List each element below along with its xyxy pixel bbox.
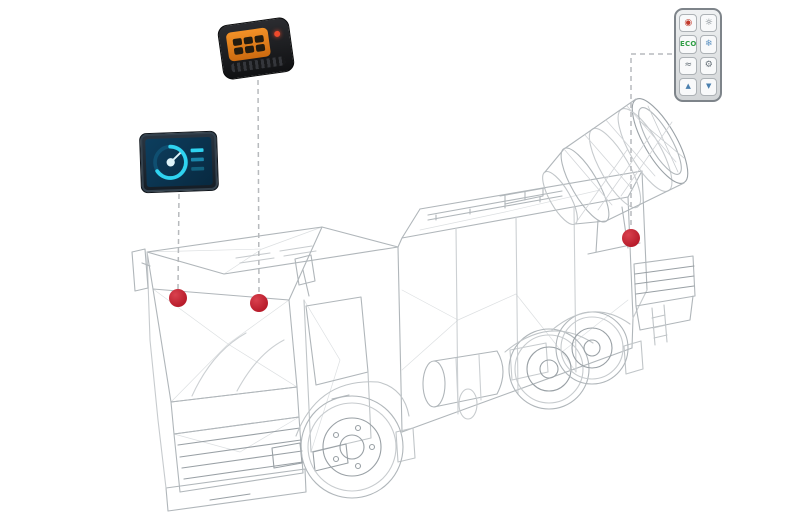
controller-led-indicator xyxy=(273,30,281,38)
keypad-button-spray: ≈ xyxy=(679,56,698,75)
arrow-down-icon: ▼ xyxy=(706,82,712,91)
hotspot-marker-keypad xyxy=(622,229,640,247)
gauge-icon xyxy=(153,144,205,180)
controller-key xyxy=(242,35,253,45)
controller-key xyxy=(244,44,254,54)
connector-controller xyxy=(257,79,260,295)
keypad-button-grid: ◉ ☼ ECO ❄ ≈ ⚙ ▲ ▼ xyxy=(679,14,717,96)
power-icon: ◉ xyxy=(684,17,693,28)
mesh-lines xyxy=(146,189,629,453)
keypad-button-light: ☼ xyxy=(700,14,717,33)
controller-key xyxy=(231,37,242,46)
water-icon: ≈ xyxy=(684,60,693,71)
controller-body xyxy=(216,16,296,81)
controller-key xyxy=(254,43,265,52)
controller-button-panel xyxy=(225,27,272,62)
keypad-button-eco: ECO xyxy=(679,35,698,54)
gear-icon: ⚙ xyxy=(704,60,713,71)
controller-key xyxy=(233,46,244,55)
keypad-button-up: ▲ xyxy=(679,77,698,96)
keypad-button-settings: ⚙ xyxy=(700,56,717,75)
eco-label: ECO xyxy=(680,39,697,48)
connector-lines xyxy=(177,53,672,295)
hotspot-marker-display xyxy=(169,289,187,307)
keypad-button-down: ▼ xyxy=(700,77,717,96)
display-device xyxy=(138,130,220,194)
keypad-button-power: ◉ xyxy=(679,14,698,33)
hotspot-marker-controller xyxy=(250,294,268,312)
connector-keypad xyxy=(630,53,672,229)
light-icon: ☼ xyxy=(704,17,713,28)
keypad-button-mist: ❄ xyxy=(700,35,717,54)
controller-key xyxy=(253,34,264,43)
connector-display xyxy=(177,193,180,290)
snowflake-icon: ❄ xyxy=(704,38,713,49)
controller-device xyxy=(216,16,296,81)
fan-cannon xyxy=(499,98,689,255)
truck-wireframe xyxy=(131,98,696,512)
keypad-device: ◉ ☼ ECO ❄ ≈ ⚙ ▲ ▼ xyxy=(674,8,722,102)
truck-cab xyxy=(131,226,403,512)
truck-body xyxy=(395,170,696,463)
truck-wheels xyxy=(295,311,631,499)
arrow-up-icon: ▲ xyxy=(685,82,691,91)
display-screen xyxy=(145,136,213,188)
